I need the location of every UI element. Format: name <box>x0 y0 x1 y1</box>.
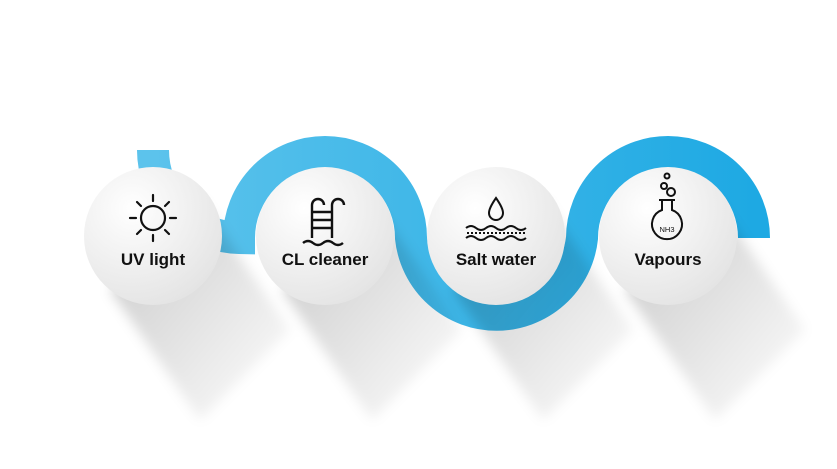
step-label-cl-cleaner: CL cleaner <box>281 250 369 269</box>
step-label-vapours: Vapours <box>634 250 702 269</box>
flask-icon <box>651 172 683 241</box>
flask-formula: NH3 <box>659 225 675 234</box>
ribbon <box>137 136 770 331</box>
step-label-uv-light: UV light <box>120 250 186 269</box>
step-circle-vapours <box>599 167 737 305</box>
step-label-salt-water: Salt water <box>455 250 537 269</box>
water-drop-waves-icon <box>465 196 527 241</box>
pool-ladder-icon <box>302 197 346 247</box>
sun-icon <box>128 193 178 243</box>
step-circle-salt <box>427 167 565 305</box>
step-circle-cl <box>256 167 394 305</box>
